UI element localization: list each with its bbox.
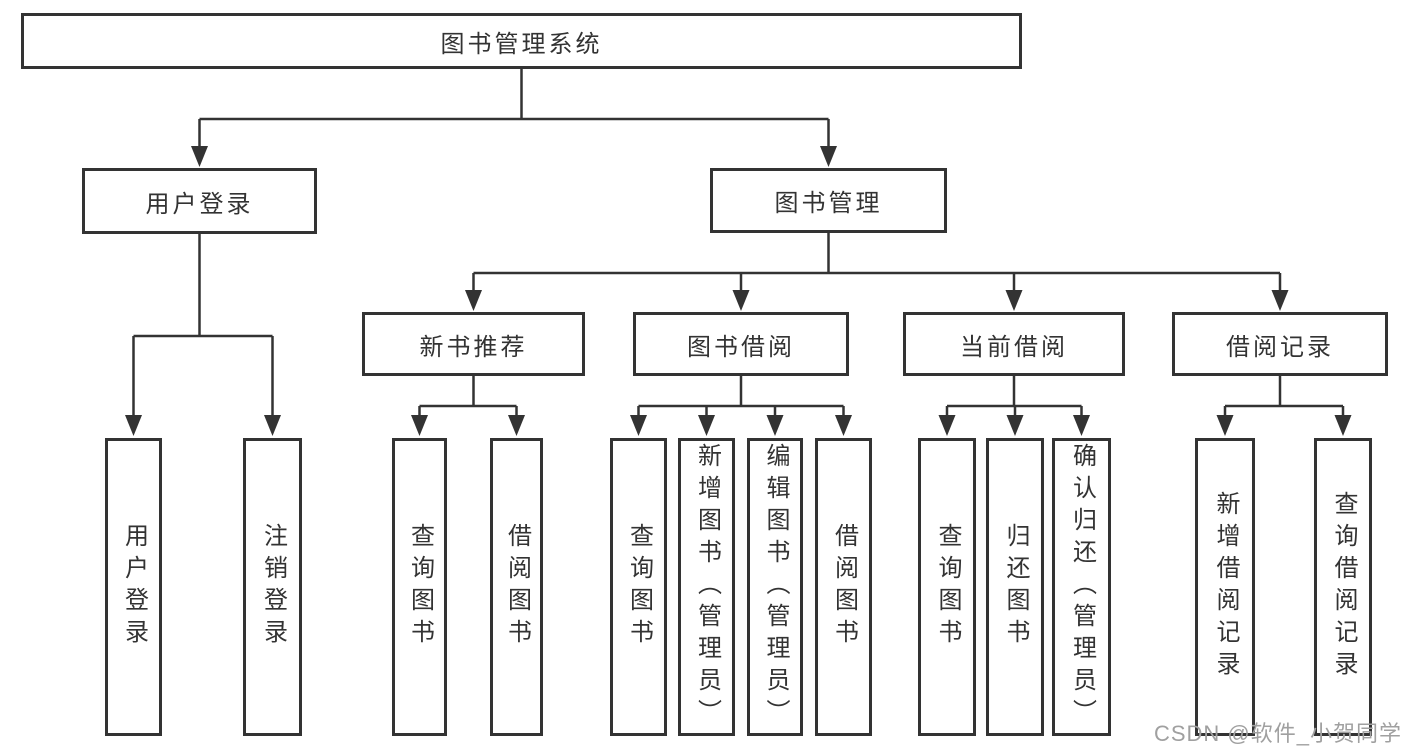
arrowhead [1216, 415, 1234, 436]
arrowhead [411, 415, 428, 436]
node-book-borrowing: 图书借阅 [633, 312, 849, 376]
leaf-add-borrow-record-label: 新增借阅记录 [1212, 491, 1239, 683]
leaf-query-books-newbook: 查询图书 [392, 438, 447, 736]
leaf-borrow-books-borrowing: 借阅图书 [815, 438, 872, 736]
leaf-add-books-admin-label: 新增图书（管理员） [693, 443, 721, 731]
arrowhead [938, 415, 956, 436]
arrowhead [835, 415, 852, 436]
leaf-return-books: 归还图书 [986, 438, 1044, 736]
leaf-confirm-return-admin: 确认归还（管理员） [1052, 438, 1111, 736]
node-new-book-recommendation: 新书推荐 [362, 312, 585, 376]
leaf-logout-login: 注销登录 [243, 438, 302, 736]
arrowhead [1005, 290, 1023, 311]
leaf-query-borrow-record: 查询借阅记录 [1314, 438, 1372, 736]
leaf-logout-login-label: 注销登录 [259, 523, 287, 651]
arrowhead [191, 146, 208, 167]
watermark-text: CSDN @软件_小贺同学 [1153, 721, 1402, 746]
arrowhead [698, 415, 715, 436]
arrowhead [264, 415, 281, 436]
leaf-borrow-books-newbook: 借阅图书 [490, 438, 543, 736]
arrowhead [820, 146, 837, 167]
node-book-management: 图书管理 [710, 168, 947, 233]
arrowhead [732, 290, 750, 311]
leaf-add-borrow-record: 新增借阅记录 [1195, 438, 1255, 736]
leaf-user-login-label: 用户登录 [120, 523, 148, 651]
leaf-query-books-borrowing: 查询图书 [610, 438, 667, 736]
arrowhead [1271, 290, 1289, 311]
leaf-query-books-current-label: 查询图书 [934, 523, 961, 651]
arrowhead [766, 415, 784, 436]
leaf-borrow-books-borrowing-label: 借阅图书 [830, 523, 858, 651]
arrowhead [508, 415, 525, 436]
node-borrowing-records: 借阅记录 [1172, 312, 1388, 376]
leaf-add-books-admin: 新增图书（管理员） [678, 438, 735, 736]
leaf-borrow-books-newbook-label: 借阅图书 [503, 523, 531, 651]
leaf-query-books-borrowing-label: 查询图书 [625, 523, 653, 651]
node-library-management-system: 图书管理系统 [21, 13, 1022, 69]
arrowhead [1006, 415, 1024, 436]
leaf-query-books-newbook-label: 查询图书 [406, 523, 434, 651]
arrowhead [630, 415, 647, 436]
leaf-edit-books-admin: 编辑图书（管理员） [747, 438, 803, 736]
leaf-confirm-return-admin-label: 确认归还（管理员） [1068, 443, 1096, 731]
leaf-query-books-current: 查询图书 [918, 438, 976, 736]
arrowhead [1334, 415, 1352, 436]
leaf-query-borrow-record-label: 查询借阅记录 [1330, 491, 1357, 683]
leaf-return-books-label: 归还图书 [1002, 523, 1029, 651]
leaf-edit-books-admin-label: 编辑图书（管理员） [762, 443, 789, 731]
arrowhead [465, 290, 482, 311]
node-user-login: 用户登录 [82, 168, 317, 234]
leaf-user-login: 用户登录 [105, 438, 162, 736]
node-current-borrowing: 当前借阅 [903, 312, 1125, 376]
arrowhead [125, 415, 142, 436]
arrowhead [1073, 415, 1090, 436]
